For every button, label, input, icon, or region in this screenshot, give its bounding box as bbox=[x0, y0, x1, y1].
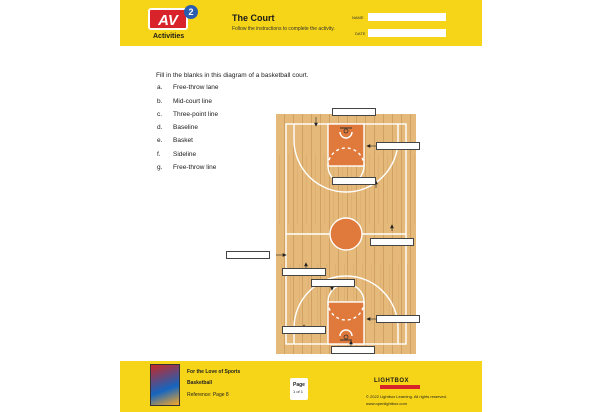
item-text: Three-point line bbox=[173, 111, 219, 118]
page-number: 1 of 1 bbox=[293, 389, 304, 394]
answer-box[interactable] bbox=[370, 238, 414, 246]
instruction-text: Fill in the blanks in this diagram of a … bbox=[156, 72, 309, 79]
date-field[interactable] bbox=[368, 29, 446, 37]
free-throw-arc-bottom-dashed bbox=[327, 301, 365, 321]
lightbox-logo: LIGHTBOX bbox=[374, 378, 409, 384]
book-series: For the Love of Sports bbox=[187, 369, 241, 375]
answer-box[interactable] bbox=[376, 315, 420, 323]
page-title: The Court bbox=[232, 13, 275, 23]
answer-box[interactable] bbox=[311, 279, 355, 287]
answer-box[interactable] bbox=[282, 268, 326, 276]
item-text: Basket bbox=[173, 137, 193, 144]
name-field[interactable] bbox=[368, 13, 446, 21]
item-text: Mid-court line bbox=[173, 98, 213, 105]
answer-box[interactable] bbox=[376, 142, 420, 150]
basketball-court-diagram bbox=[276, 114, 416, 354]
item-letter: f. bbox=[157, 151, 161, 158]
logo-number: 2 bbox=[184, 5, 198, 19]
basket-bottom bbox=[340, 334, 352, 341]
item-text: Free-throw line bbox=[173, 164, 217, 171]
center-circle bbox=[329, 217, 363, 251]
item-letter: d. bbox=[157, 124, 163, 131]
three-point-line-bottom bbox=[293, 275, 399, 344]
item-text: Baseline bbox=[173, 124, 198, 131]
answer-box[interactable] bbox=[226, 251, 270, 259]
answer-box[interactable] bbox=[332, 177, 376, 185]
free-throw-arc-top-dashed bbox=[327, 147, 365, 167]
date-label: DATE bbox=[355, 31, 366, 36]
page-label: Page bbox=[293, 382, 305, 388]
restricted-arc-bottom bbox=[339, 329, 353, 337]
lightbox-logo-bar bbox=[380, 385, 420, 389]
list-item: b. Mid-court line bbox=[157, 98, 212, 105]
item-letter: c. bbox=[157, 111, 163, 118]
logo-av-text: AV bbox=[148, 8, 188, 30]
item-letter: e. bbox=[157, 137, 163, 144]
item-letter: g. bbox=[157, 164, 163, 171]
book-cover-image bbox=[150, 364, 180, 406]
name-label: NAME bbox=[352, 15, 364, 20]
three-point-line-top bbox=[293, 124, 399, 193]
answer-box[interactable] bbox=[331, 346, 375, 354]
page-subtitle: Follow the instructions to complete the … bbox=[232, 26, 335, 32]
basket-top bbox=[340, 127, 352, 134]
item-letter: a. bbox=[157, 84, 163, 91]
answer-box[interactable] bbox=[282, 326, 326, 334]
av2-logo: AV 2 bbox=[148, 5, 200, 36]
answer-box[interactable] bbox=[332, 108, 376, 116]
section-label: Activities bbox=[153, 33, 185, 40]
item-text: Sideline bbox=[173, 151, 197, 158]
list-item: e. Basket bbox=[157, 137, 193, 144]
free-throw-lane-top bbox=[327, 123, 365, 167]
list-item: d. Baseline bbox=[157, 124, 198, 131]
free-throw-lane-bottom bbox=[327, 301, 365, 345]
restricted-arc-top bbox=[339, 131, 353, 139]
reference-text: Reference: Page 8 bbox=[187, 392, 229, 398]
website-link[interactable]: www.openlightbox.com bbox=[366, 401, 407, 406]
list-item: g. Free-throw line bbox=[157, 164, 216, 171]
copyright-text: © 2022 Lightbox Learning. All rights res… bbox=[366, 394, 447, 399]
book-title: Basketball bbox=[187, 380, 213, 386]
list-item: a. Free-throw lane bbox=[157, 84, 219, 91]
list-item: f. Sideline bbox=[157, 151, 196, 158]
item-letter: b. bbox=[157, 98, 163, 105]
list-item: c. Three-point line bbox=[157, 111, 218, 118]
page-badge: Page 1 of 1 bbox=[290, 378, 308, 400]
item-text: Free-throw lane bbox=[173, 84, 219, 91]
